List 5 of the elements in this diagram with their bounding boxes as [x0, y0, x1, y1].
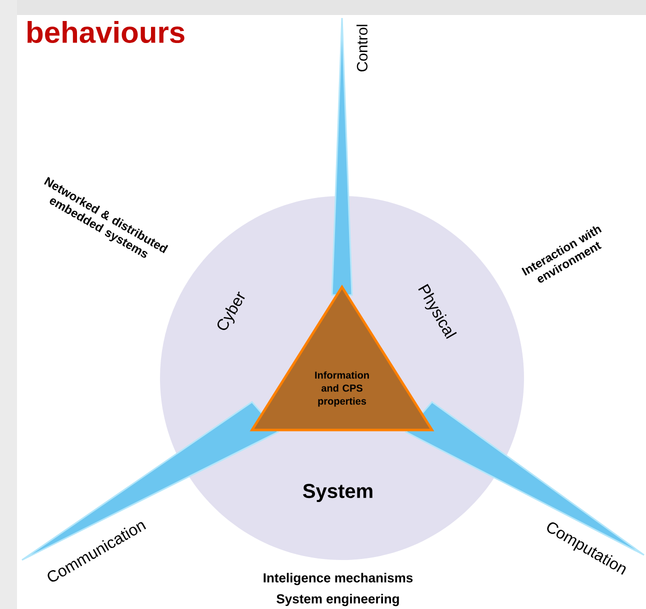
circle-heading: System — [303, 484, 372, 502]
title: behaviours — [28, 20, 184, 43]
spike-label: Control — [356, 24, 368, 72]
spike-label: Inteligence mechanisms — [264, 572, 413, 586]
spike-label: System engineering — [276, 594, 399, 606]
